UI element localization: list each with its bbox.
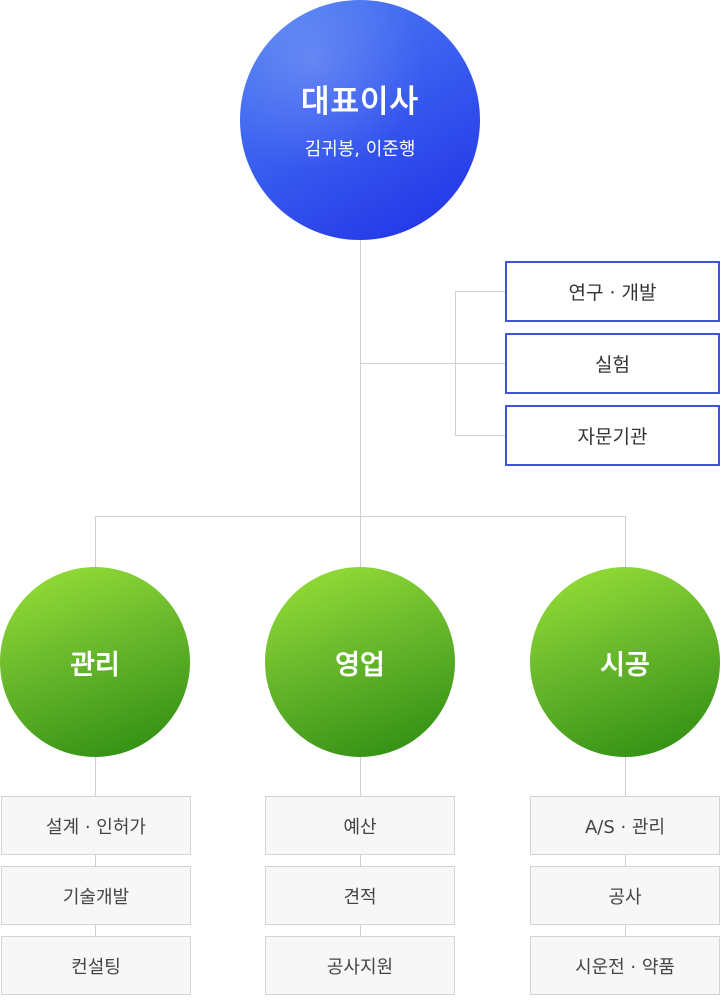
department-name: 영업	[335, 649, 385, 681]
subtask-label: 공사지원	[326, 956, 394, 978]
subtask-connector-1	[95, 757, 96, 966]
ceo-names: 김귀봉, 이준행	[304, 138, 416, 160]
department-drop-connector-3	[625, 516, 626, 567]
subtask-label: 예산	[343, 816, 377, 838]
ceo-main-connector	[360, 240, 361, 517]
subtask-label: 시운전 · 약품	[575, 956, 675, 978]
subtask-connector-2	[360, 757, 361, 966]
department-name: 관리	[70, 649, 120, 681]
advisory-box-experiment: 실험	[505, 333, 720, 394]
subtask-label: A/S · 관리	[584, 816, 666, 838]
subtask-box: A/S · 관리	[530, 796, 720, 855]
subtask-box: 설계 · 인허가	[1, 796, 191, 855]
subtask-box: 공사	[530, 866, 720, 925]
subtask-box: 예산	[265, 796, 455, 855]
subtask-label: 설계 · 인허가	[46, 816, 146, 838]
advisory-box-research: 연구 · 개발	[505, 261, 720, 322]
advisory-stub-connector	[360, 363, 455, 364]
subtask-box: 기술개발	[1, 866, 191, 925]
advisory-branch-connector-3	[455, 435, 505, 436]
department-drop-connector-2	[360, 516, 361, 567]
department-management: 관리	[0, 567, 190, 757]
ceo-node: 대표이사 김귀봉, 이준행	[240, 0, 480, 240]
subtask-connector-3	[625, 757, 626, 966]
ceo-title: 대표이사	[300, 83, 420, 120]
department-sales: 영업	[265, 567, 455, 757]
subtask-box: 컨설팅	[1, 936, 191, 995]
subtask-label: 컨설팅	[71, 956, 121, 978]
advisory-box-consulting-agency: 자문기관	[505, 405, 720, 466]
advisory-branch-connector-2	[455, 363, 505, 364]
department-construction: 시공	[530, 567, 720, 757]
subtask-label: 공사	[608, 886, 642, 908]
advisory-branch-connector-1	[455, 291, 505, 292]
advisory-label: 실험	[595, 354, 630, 376]
department-name: 시공	[600, 649, 650, 681]
subtask-label: 기술개발	[62, 886, 130, 908]
subtask-box: 견적	[265, 866, 455, 925]
subtask-label: 견적	[343, 886, 377, 908]
department-drop-connector-1	[95, 516, 96, 567]
advisory-label: 연구 · 개발	[568, 282, 657, 304]
subtask-box: 시운전 · 약품	[530, 936, 720, 995]
subtask-box: 공사지원	[265, 936, 455, 995]
advisory-label: 자문기관	[577, 426, 648, 448]
